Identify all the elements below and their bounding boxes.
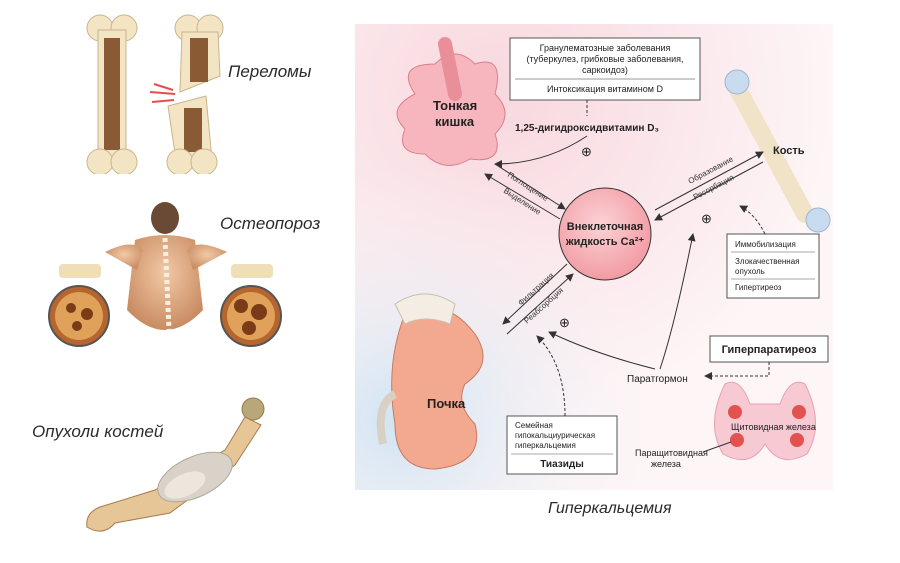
thyroid-icon: [714, 381, 816, 461]
granulomatous-line-3: саркоидоз): [582, 65, 628, 75]
caption-fractures: Переломы: [228, 62, 312, 81]
long-bone-icon: [724, 69, 831, 233]
thiazides-label: Тиазиды: [540, 459, 584, 470]
plus-sign-1: ⊕: [581, 144, 592, 159]
ecf-label-1: Внеклеточная: [567, 221, 643, 233]
kidney-cause-3: гиперкальцемия: [515, 441, 576, 450]
bone-cause-3: опухоль: [735, 267, 765, 276]
caption-osteoporosis: Остеопороз: [220, 214, 321, 233]
ecf-calcium-node: [558, 187, 652, 281]
bone-cause-4: Гипертиреоз: [735, 283, 782, 292]
kidney-icon: [376, 293, 484, 470]
caption-hypercalcemia: Гиперкальцемия: [548, 500, 672, 517]
plus-sign-2: ⊕: [701, 211, 712, 226]
vitd-intox-text: Интоксикация витамином D: [547, 84, 663, 94]
bone-cause-2: Злокачественная: [735, 257, 800, 266]
vertebra-right-icon: [220, 264, 282, 347]
granulomatous-line-2: (туберкулез, грибковые заболевания,: [526, 54, 683, 64]
fracture-illustration: [80, 14, 245, 176]
pth-label: Паратгормон: [627, 374, 688, 385]
bone-causes-box: [726, 233, 820, 299]
plus-sign-3: ⊕: [559, 315, 570, 330]
hyperpara-box: [709, 335, 829, 363]
kidney-cause-1: Семейная: [515, 421, 553, 430]
intestine-icon: [396, 37, 506, 166]
parathyroid-label-1: Паращитовидная: [635, 448, 708, 458]
broken-bone-icon: [149, 14, 224, 176]
kidney-cause-2: гипокальциурическая: [515, 431, 595, 440]
femur-tumor-icon: [86, 397, 265, 532]
bone-cause-1: Иммобилизация: [735, 240, 796, 249]
intact-bone-icon: [86, 14, 138, 176]
ecf-label-2: жидкость Ca²⁺: [565, 236, 645, 248]
granulomatous-box: [509, 37, 701, 101]
parathyroid-label-2: железа: [651, 459, 681, 469]
kidney-label: Почка: [427, 396, 466, 411]
osteoporosis-illustration: [45, 200, 285, 360]
hypercalcemia-diagram: Тонкая кишка Грануле­матозные заболевани…: [355, 24, 833, 490]
calcitriol-text: 1,25-дигидроксидвитамин D₃: [515, 123, 659, 134]
vertebra-left-icon: [48, 264, 110, 347]
intestine-label-2: кишка: [435, 114, 475, 129]
kidney-causes-box: [506, 415, 618, 475]
hyperpara-label: Гиперпаратиреоз: [722, 344, 817, 356]
human-back-icon: [105, 202, 227, 331]
intestine-label-1: Тонкая: [433, 98, 477, 113]
bone-tumor-illustration: [75, 395, 285, 545]
granulomatous-line-1: Грануле­матозные заболевания: [540, 43, 671, 53]
bone-label: Кость: [773, 145, 805, 157]
thyroid-label: Щитовидная железа: [731, 422, 816, 432]
caption-tumors: Опухоли костей: [32, 422, 164, 441]
